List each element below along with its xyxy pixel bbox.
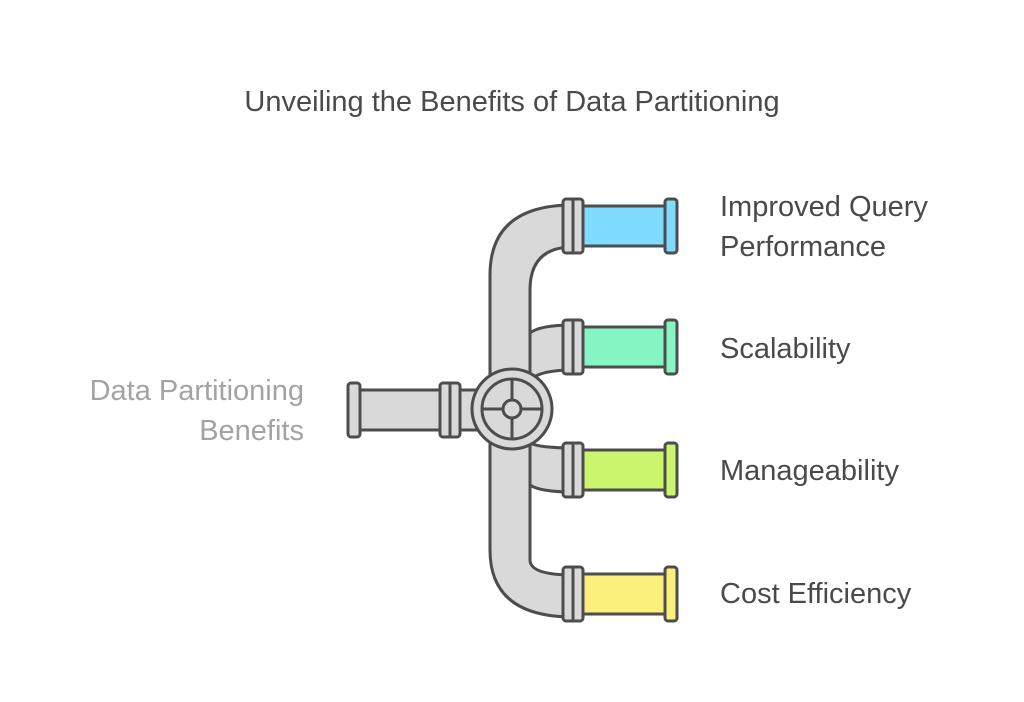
output-label-line: Manageability <box>720 455 899 487</box>
output-label-line: Cost Efficiency <box>720 578 912 610</box>
output-label-scalability: Scalability <box>720 329 851 369</box>
outlet-pipes <box>561 197 679 623</box>
outlet-pipe-manageability <box>581 448 670 492</box>
source-label-line-1: Data Partitioning <box>89 375 304 407</box>
outlet-pipe-cost-efficiency <box>581 572 670 616</box>
output-label-line: Performance <box>720 231 887 263</box>
diagram-title: Unveiling the Benefits of Data Partition… <box>244 86 780 118</box>
source-label: Data Partitioning Benefits <box>20 371 304 451</box>
output-label-line: Improved Query <box>720 191 928 223</box>
pipe-trunk <box>488 203 575 619</box>
outlet-pipe-scalability <box>581 325 670 369</box>
outlet-cap-manageability <box>663 441 679 499</box>
source-label-line-2: Benefits <box>199 415 304 447</box>
pipe-input-cap <box>346 381 362 439</box>
pipe-network <box>346 203 575 619</box>
outlet-cap-improved-query-performance <box>663 197 679 255</box>
outlet-cap-scalability <box>663 318 679 376</box>
output-label-line: Scalability <box>720 333 851 365</box>
outlet-cap-cost-efficiency <box>663 565 679 623</box>
output-label-manageability: Manageability <box>720 451 899 491</box>
pipe-input <box>358 388 492 432</box>
output-label-cost-efficiency: Cost Efficiency <box>720 574 911 614</box>
outlet-pipe-improved-query-performance <box>581 204 670 248</box>
output-label-improved-query-performance: Improved Query Performance <box>720 187 928 267</box>
